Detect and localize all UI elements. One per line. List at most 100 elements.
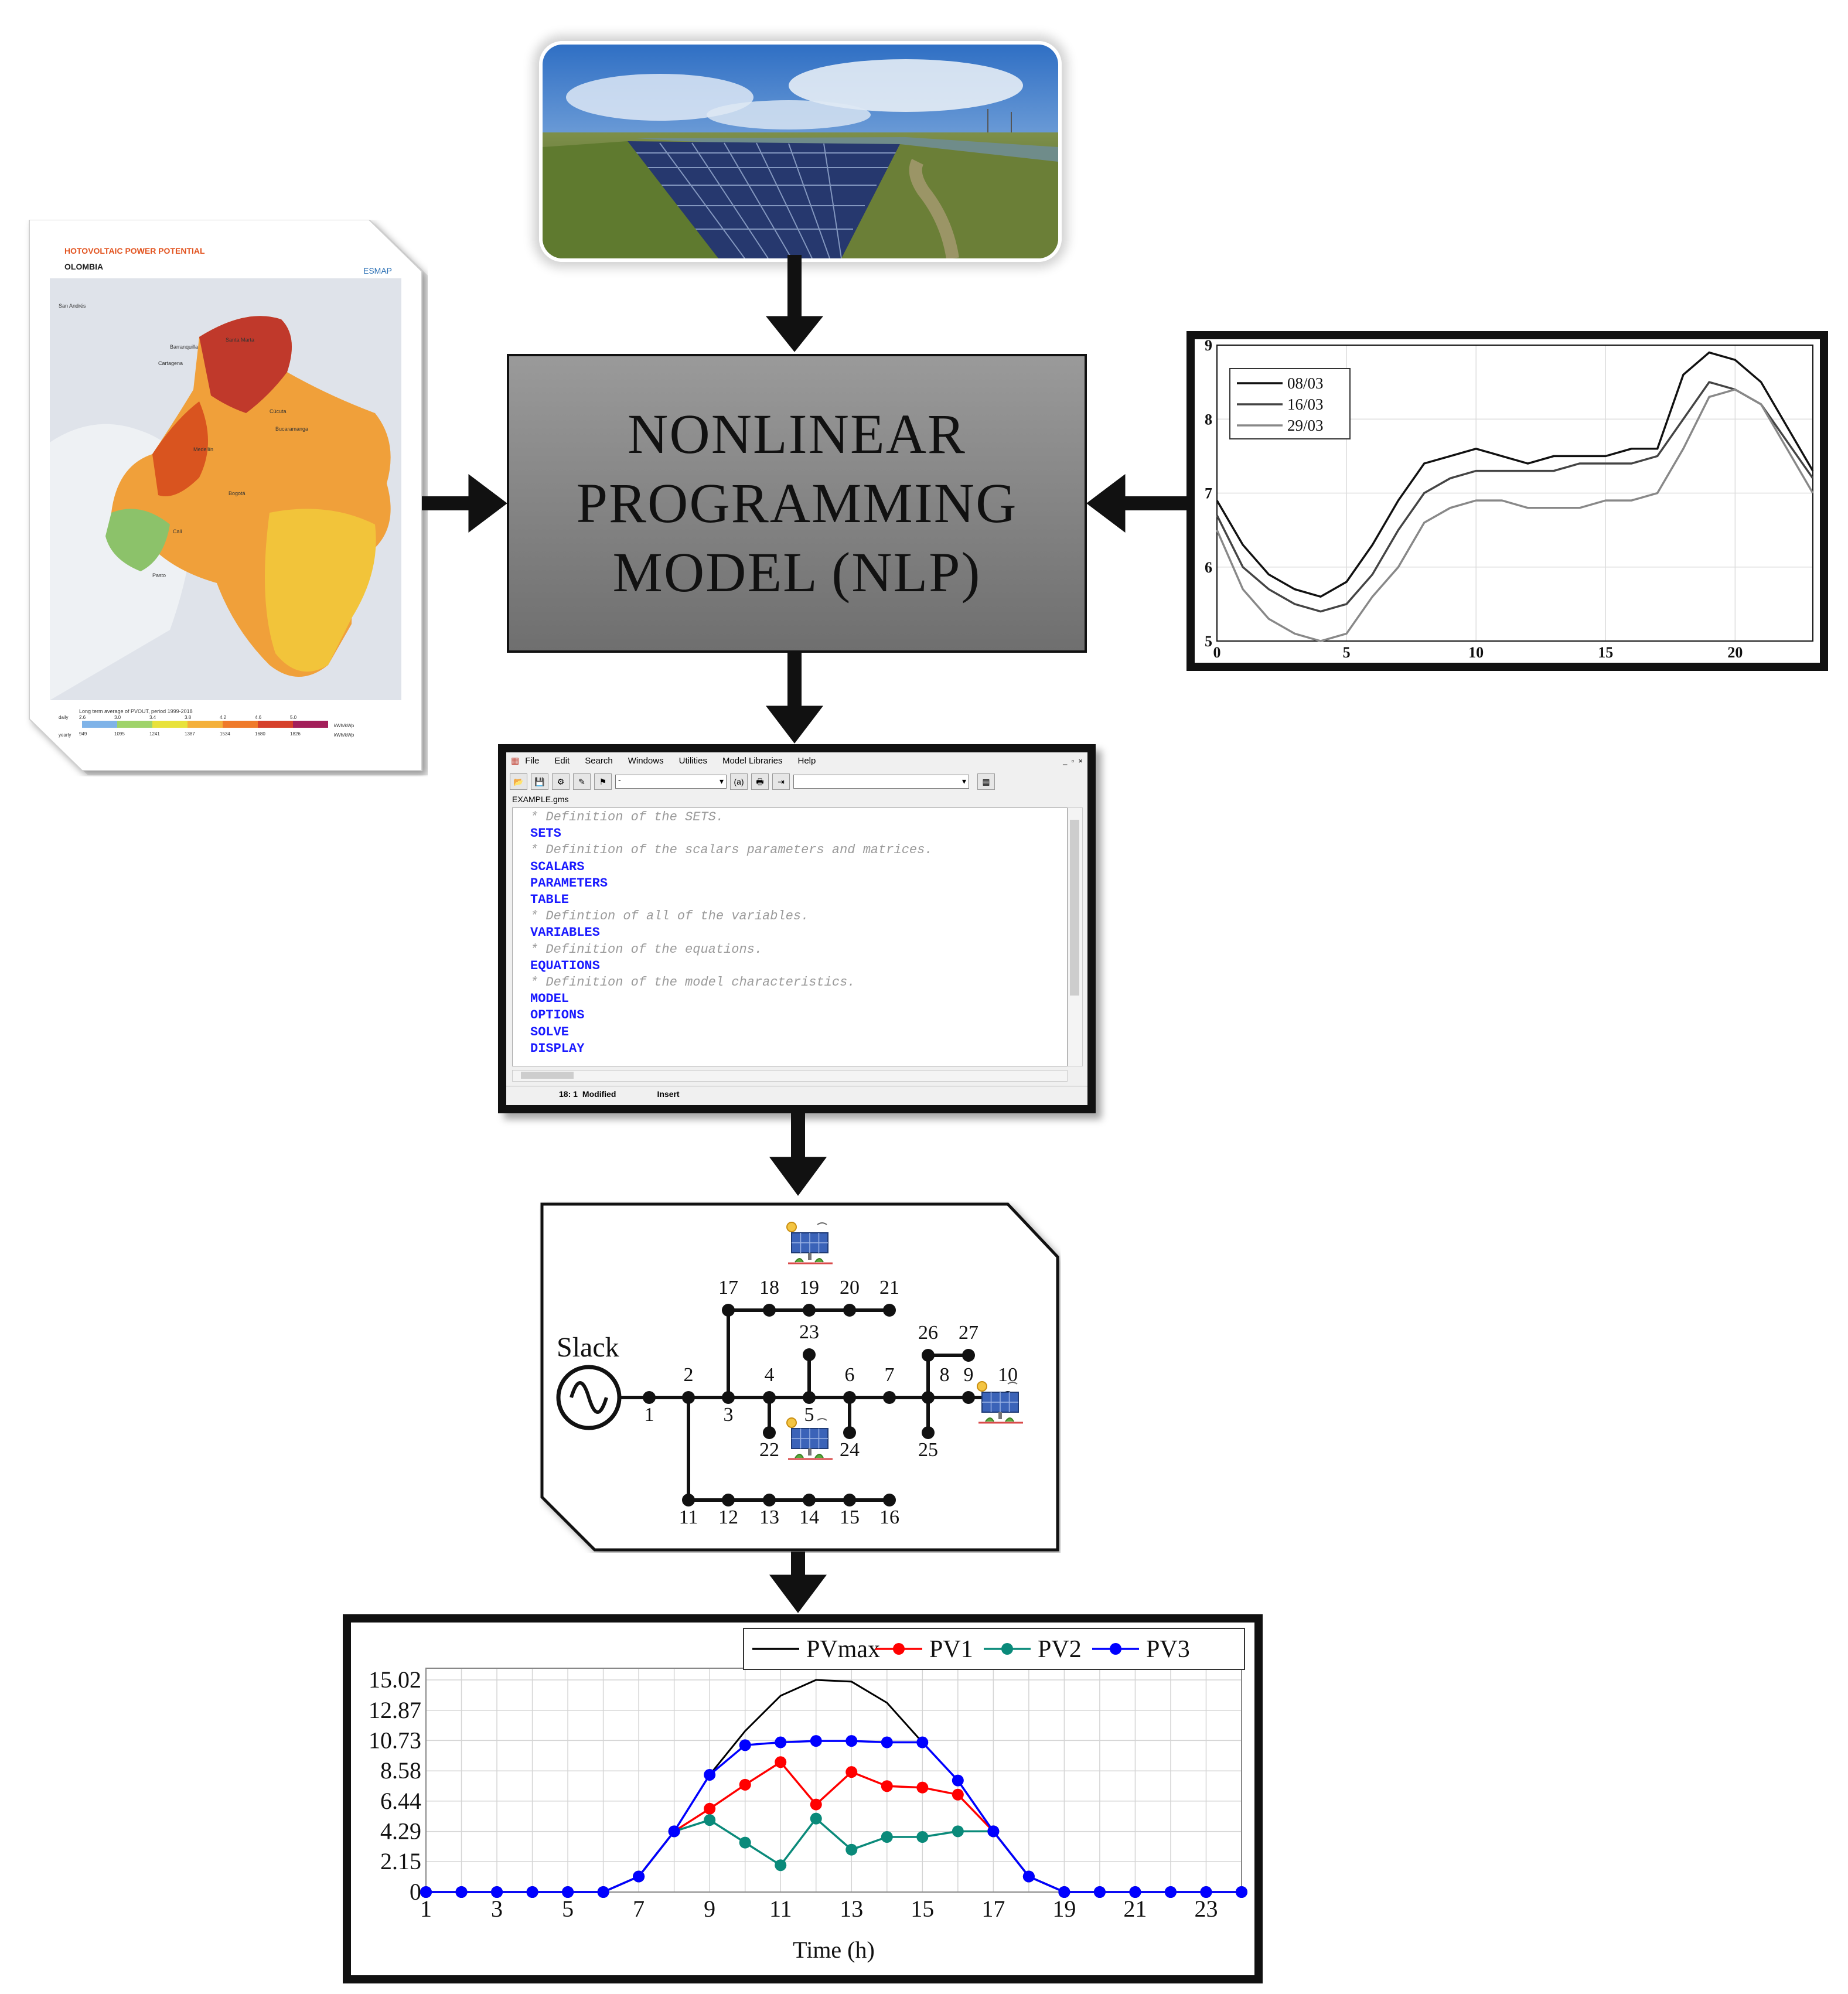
file-tab[interactable]: EXAMPLE.gms [512,795,569,804]
legend-daily-tick: 3.8 [185,715,192,720]
network-node-24 [843,1426,856,1439]
pv-x-tick: 17 [981,1896,1005,1922]
network-node-label: 23 [799,1321,819,1343]
network-node-label: 9 [964,1364,974,1386]
map-city: Cartagena [158,360,183,366]
network-node-label: 3 [724,1404,734,1426]
irr-y-tick: 9 [1205,339,1212,354]
map-city: Barranquilla [170,344,198,350]
irr-series-line-29-03 [1216,388,1814,642]
menu-model-libraries[interactable]: Model Libraries [722,755,783,766]
menu-windows[interactable]: Windows [628,755,664,766]
toolbar: 📂 💾 ⚙ ✎ ⚑ - (a) 🖶 ⇥ ▦ [506,770,1087,793]
pv-y-tick: 8.58 [380,1757,421,1784]
options-icon[interactable]: (a) [730,773,748,790]
pv-legend-label: PV2 [1038,1636,1082,1663]
file-combo[interactable]: - [615,775,727,789]
pv-x-tick: 13 [840,1896,863,1922]
ac-wave-icon [570,1381,608,1414]
pv-x-tick: 23 [1194,1896,1218,1922]
window-controls[interactable]: _ ▫ × [1063,756,1083,765]
pv-data-point [881,1736,893,1748]
solar-farm-photo [539,41,1062,262]
pv-data-point [491,1886,503,1898]
network-node-22 [763,1426,776,1439]
network-node-label: 22 [759,1439,779,1461]
pv-data-point [775,1859,787,1872]
network-node-9 [962,1391,975,1404]
menu-help[interactable]: Help [797,755,816,766]
network-node-26 [922,1349,935,1362]
esmap-logo: ESMAP [363,266,392,275]
code-keyword-line: VARIABLES [530,925,600,940]
solver-combo[interactable] [793,775,969,789]
code-keyword-line: MODEL [530,991,570,1007]
pv-x-tick: 9 [704,1896,715,1922]
pv-data-point [845,1843,858,1856]
pv-data-point [739,1778,751,1791]
network-node-15 [843,1494,856,1506]
network-node-21 [883,1304,896,1317]
cursor-position: 18: 1 [559,1089,578,1099]
code-keyword-line: OPTIONS [530,1008,585,1023]
compile-icon[interactable]: ✎ [573,773,591,790]
pv-data-point [810,1812,822,1825]
menu-bar: ▦ File Edit Search Windows Utilities Mod… [506,752,1087,769]
network-node-label: 21 [879,1277,899,1298]
pv-grid [425,1668,1242,1893]
pv-y-tick: 15.02 [369,1666,421,1693]
gams-app-icon: ▦ [511,756,520,766]
menu-utilities[interactable]: Utilities [678,755,707,766]
network-node-label: 14 [799,1506,819,1528]
solar-pv-icon [786,1222,833,1264]
vertical-scrollbar[interactable] [1068,807,1083,1066]
pv-x-tick: 19 [1052,1896,1076,1922]
pv-data-point [775,1736,787,1748]
irr-legend-label: 29/03 [1287,417,1324,434]
code-keyword-line: EQUATIONS [530,958,600,973]
pv-legend-label: PV1 [929,1636,973,1663]
menu-file[interactable]: File [525,755,540,766]
irr-legend-label: 08/03 [1287,374,1324,392]
pv-data-point [952,1788,964,1801]
pv-legend-marker [893,1643,905,1655]
irr-x-tick: 5 [1343,644,1351,661]
map-city: Bogotá [229,490,246,496]
network-node-label: 25 [918,1439,938,1461]
menu-edit[interactable]: Edit [554,755,570,766]
pv-data-point [987,1825,1000,1838]
pv-y-tick: 2.15 [380,1848,421,1874]
legend-yearly-tick: 1095 [114,731,125,737]
code-editor[interactable]: * Definition of the SETS.SETS* Definitio… [512,807,1068,1066]
pv-series-line [426,1817,1242,1893]
menu-search[interactable]: Search [585,755,613,766]
print-icon[interactable]: 🖶 [751,773,769,790]
pv-plot-area [425,1668,1242,1893]
run-icon[interactable]: ⚙ [552,773,570,790]
code-keyword-line: SETS [530,826,561,841]
network-node-label: 20 [840,1277,860,1298]
export-icon[interactable]: ⇥ [772,773,790,790]
open-icon[interactable]: 📂 [510,773,527,790]
network-node-8 [922,1391,935,1404]
horizontal-scrollbar[interactable] [512,1070,1068,1082]
arrow-down-photo-to-nlp [765,255,824,352]
network-node-7 [883,1391,896,1404]
model-icon[interactable]: ⚑ [594,773,612,790]
map-heading: HOTOVOLTAIC POWER POTENTIAL [64,246,205,255]
legend-yearly-tick: 1826 [290,731,301,737]
code-keyword-line: PARAMETERS [530,875,608,891]
code-comment-line: * Definition of the scalars parameters a… [530,843,933,858]
legend-yearly-unit: kWh/kWp [334,732,354,738]
library-icon[interactable]: ▦ [977,773,995,790]
map-legend-title: Long term average of PVOUT, period 1999-… [79,708,193,714]
irr-y-tick: 5 [1205,633,1212,650]
pv-data-point [420,1886,432,1898]
arrow-down-nlp-to-gams [765,653,824,744]
code-keyword-line: SCALARS [530,859,585,874]
nlp-model-title: NONLINEAR PROGRAMMING MODEL (NLP) [576,403,1018,604]
save-icon[interactable]: 💾 [531,773,548,790]
pv-data-point [526,1886,538,1898]
